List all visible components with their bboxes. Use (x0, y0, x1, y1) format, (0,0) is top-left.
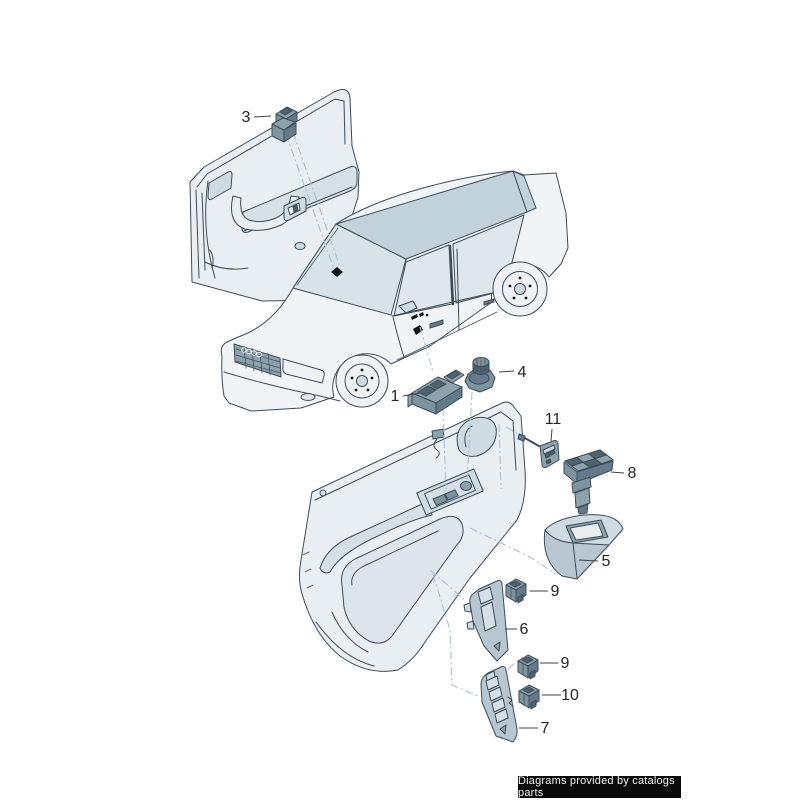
part-10-switch[interactable] (518, 684, 540, 710)
callout-9-upper[interactable]: 9 (530, 583, 560, 600)
rear-wheel (492, 261, 548, 317)
callout-1[interactable]: 1 (391, 388, 420, 405)
callout-label: 4 (518, 364, 527, 381)
part-6-mounting-plate[interactable] (463, 579, 509, 662)
callout-9-lower[interactable]: 9 (540, 655, 570, 672)
callout-label: 7 (541, 720, 550, 737)
callout-3[interactable]: 3 (242, 109, 272, 126)
part-11-pin-switch[interactable] (517, 433, 560, 469)
credit-text: Diagrams provided by catalogs parts (518, 775, 675, 799)
location-marker-windshield (331, 267, 343, 277)
callout-label: 6 (520, 621, 529, 638)
front-door-trim-panel (298, 401, 526, 672)
rear-door-trim-panel (189, 89, 360, 302)
callout-10[interactable]: 10 (542, 687, 579, 704)
callout-8[interactable]: 8 (610, 465, 637, 482)
knob-mount-hole (460, 481, 472, 491)
front-wheel (335, 354, 389, 408)
part-8-switch-unit[interactable] (563, 449, 614, 515)
callout-11[interactable]: 11 (545, 411, 562, 442)
callout-label: 5 (602, 553, 611, 570)
credit-bar: Diagrams provided by catalogs parts (518, 775, 681, 799)
part-4-mirror-knob[interactable] (464, 357, 496, 393)
callout-6[interactable]: 6 (505, 621, 529, 638)
callout-label: 8 (628, 465, 637, 482)
callout-label: 9 (561, 655, 570, 672)
part-3-window-switch[interactable] (271, 106, 298, 143)
connector-lines (285, 131, 586, 698)
part-9-switch-lower[interactable] (517, 654, 539, 680)
callout-5[interactable]: 5 (578, 553, 611, 570)
callout-label: 10 (561, 687, 579, 704)
callout-label: 1 (391, 388, 400, 405)
callout-label: 9 (551, 583, 560, 600)
part-5-housing-tray[interactable] (543, 514, 624, 580)
callout-label: 11 (545, 411, 562, 428)
part-7-mounting-plate[interactable] (480, 665, 518, 743)
callout-4[interactable]: 4 (498, 364, 527, 381)
part-9-switch-upper[interactable] (505, 578, 527, 604)
part-1-switch-bank[interactable] (407, 369, 465, 415)
callout-label: 3 (242, 109, 251, 126)
vehicle-illustration (220, 170, 569, 412)
callout-7[interactable]: 7 (519, 720, 550, 737)
